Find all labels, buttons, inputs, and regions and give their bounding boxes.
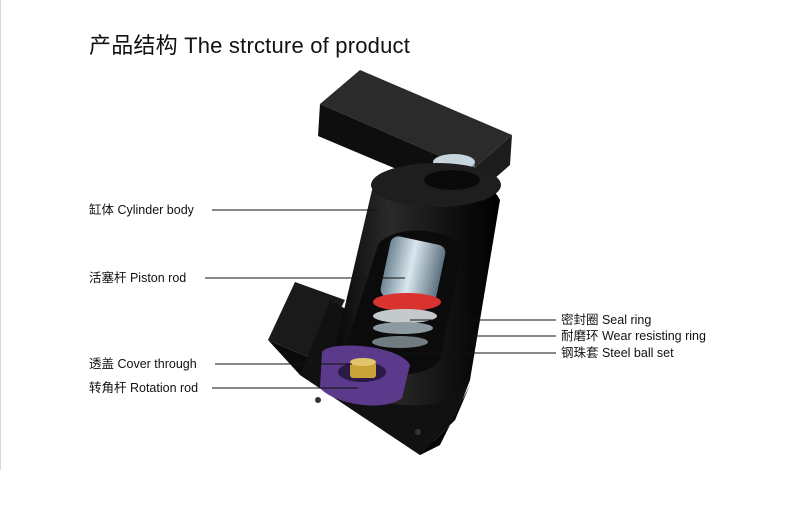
leader-lines: [205, 209, 556, 389]
label-seal-ring: 密封圈 Seal ring: [561, 313, 652, 327]
label-rotation-rod: 转角杆 Rotation rod: [89, 381, 199, 395]
label-steel-ball-set: 钢珠套 Steel ball set: [561, 346, 674, 360]
cutaway-window: [345, 230, 462, 375]
label-wear-resisting-ring: 耐磨环 Wear resisting ring: [561, 329, 706, 343]
page-title: 产品结构 The strcture of product: [89, 33, 411, 58]
rotation-rod-shape: [350, 362, 376, 378]
page-border: [0, 0, 1, 470]
steel-ball-set-shape: [372, 336, 428, 348]
label-cylinder-body: 缸体 Cylinder body: [89, 203, 194, 217]
seal-ring-shape: [373, 293, 441, 311]
label-cover-through: 透盖 Cover through: [89, 357, 197, 371]
wear-ring-shape: [373, 309, 437, 323]
label-piston-rod: 活塞杆 Piston rod: [89, 271, 187, 285]
cover-through-shape: [320, 345, 410, 406]
